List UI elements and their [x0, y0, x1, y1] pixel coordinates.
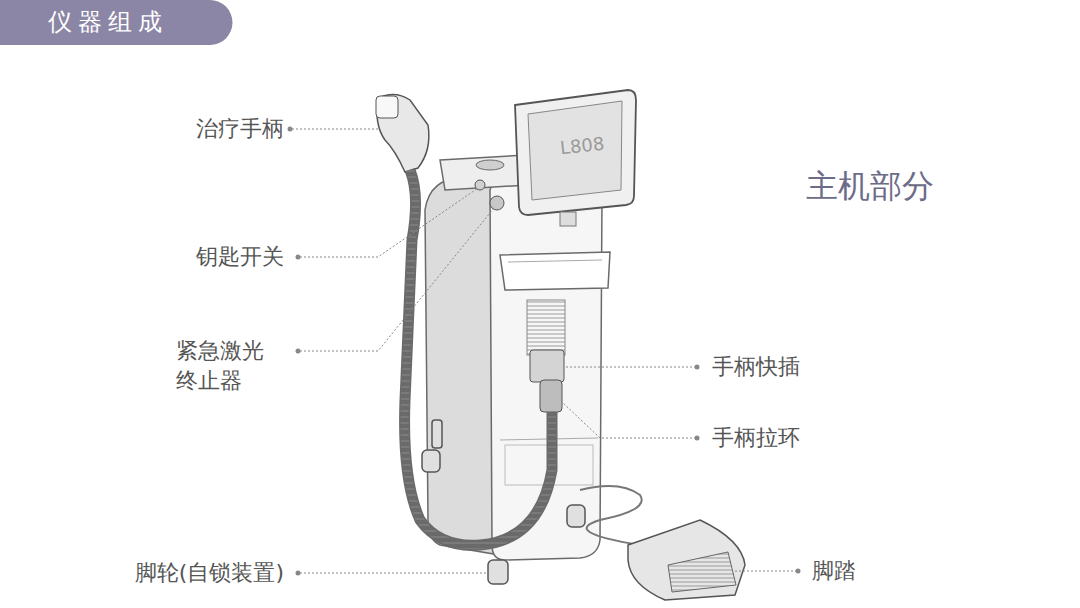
quick-plug [530, 350, 564, 382]
vent [527, 300, 565, 355]
part-label: 治疗手柄 [196, 114, 284, 144]
section-title: 仪器组成 [48, 6, 168, 38]
handle-bar [500, 252, 610, 290]
part-label: 钥匙开关 [196, 242, 284, 272]
foot-pedal [628, 520, 745, 600]
section-label: 主机部分 [806, 166, 934, 206]
handpiece [377, 94, 429, 172]
part-label: 脚轮(自锁装置) [135, 558, 284, 588]
title-tab [0, 0, 233, 45]
part-label: 手柄拉环 [712, 423, 800, 453]
cabinet-side [425, 178, 500, 555]
pedal-cable [580, 486, 642, 545]
handpiece-cable [405, 170, 552, 545]
caster-wheels [422, 420, 585, 584]
monitor [515, 90, 636, 215]
part-label: 脚踏 [812, 556, 856, 586]
part-label: 手柄快插 [712, 352, 800, 382]
top-deck [440, 155, 528, 190]
pull-ring [540, 380, 562, 412]
part-label: 紧急激光 终止器 [176, 336, 277, 396]
emergency-stop [490, 196, 504, 210]
screen-text: L808 [559, 133, 605, 160]
leader-lines [292, 129, 797, 573]
